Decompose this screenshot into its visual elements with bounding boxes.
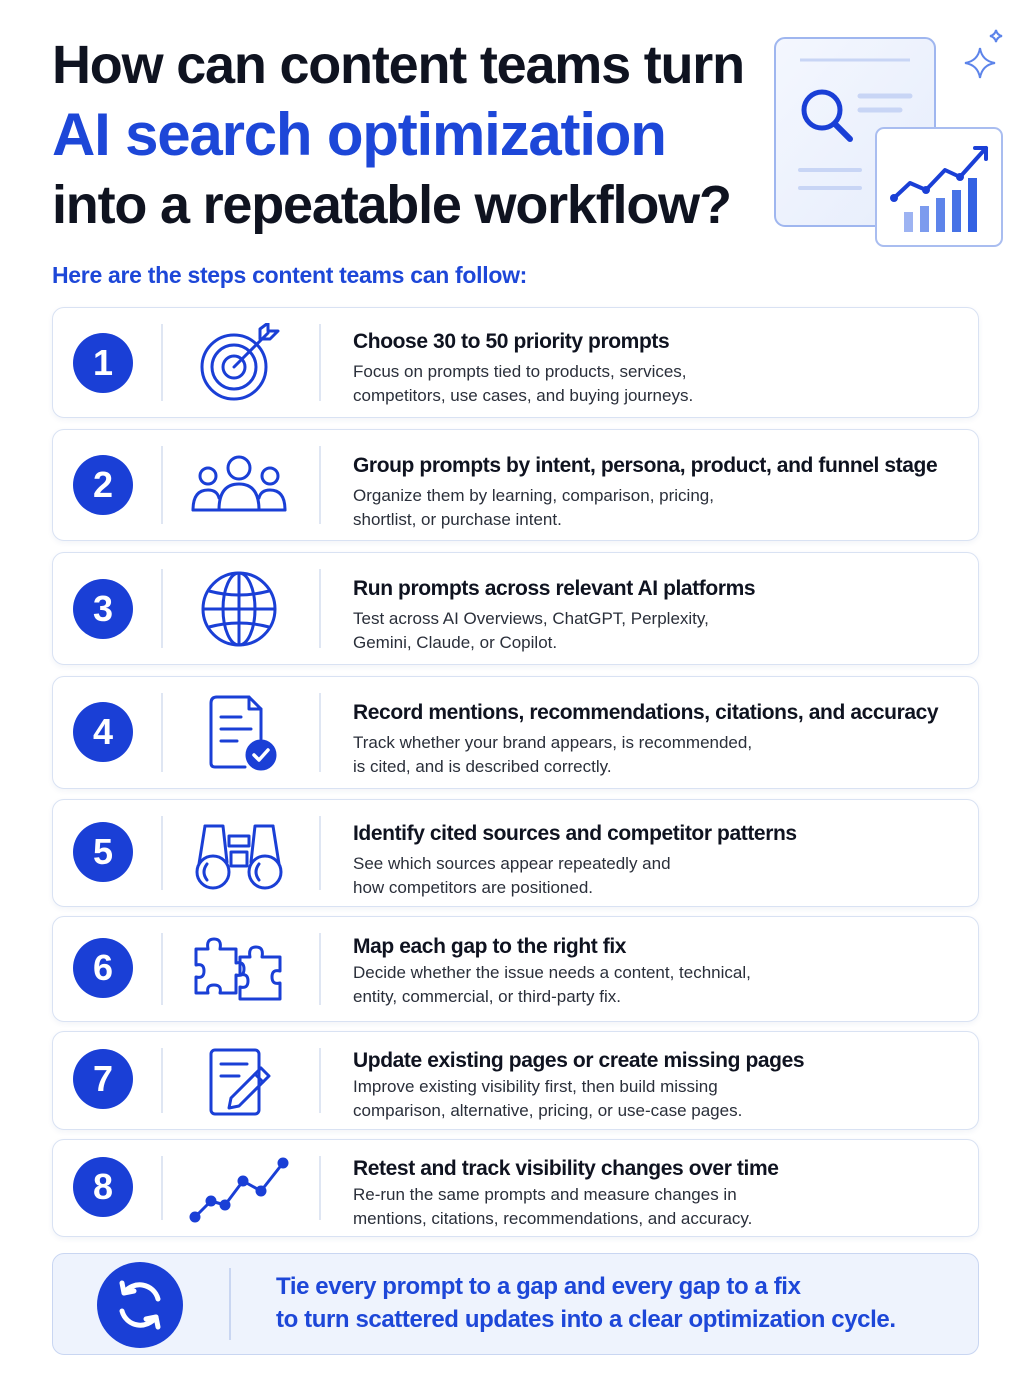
title-line-2-highlight: AI search optimization <box>52 101 667 168</box>
divider <box>319 446 321 524</box>
sparkle-icon <box>964 29 1003 79</box>
summary-text: Tie every prompt to a gap and every gap … <box>276 1273 896 1333</box>
step-heading: Map each gap to the right fix <box>353 935 627 958</box>
step-text: Record mentions, recommendations, citati… <box>353 699 958 778</box>
step-description: Organize them by learning, comparison, p… <box>353 486 714 529</box>
step-heading: Identify cited sources and competitor pa… <box>353 822 797 845</box>
step-text: Retest and track visibility changes over… <box>353 1155 958 1230</box>
step-text: Update existing pages or create missing … <box>353 1047 958 1122</box>
refresh-cycle-icon <box>97 1262 183 1348</box>
step-number-badge: 5 <box>73 822 133 882</box>
summary-callout: Tie every prompt to a gap and every gap … <box>52 1253 979 1355</box>
step-number-badge: 3 <box>73 579 133 639</box>
step-text: Group prompts by intent, persona, produc… <box>353 452 958 531</box>
step-card: 6 Map each gap to the right fix Decide w… <box>52 916 979 1022</box>
divider <box>161 1156 163 1220</box>
title-line-1: How can content teams turn <box>52 35 745 95</box>
steps-intro: Here are the steps content teams can fol… <box>52 262 528 288</box>
puzzle-icon <box>185 930 293 1010</box>
divider <box>319 569 321 648</box>
step-description: Track whether your brand appears, is rec… <box>353 733 753 776</box>
step-description: Improve existing visibility first, then … <box>353 1077 743 1120</box>
trend-line-icon <box>185 1149 293 1229</box>
step-number-badge: 2 <box>73 455 133 515</box>
step-card: 2 Group prompts by intent, persona, prod… <box>52 429 979 541</box>
step-heading: Choose 30 to 50 priority prompts <box>353 330 670 353</box>
hero-illustration <box>770 28 1010 253</box>
step-number-badge: 4 <box>73 702 133 762</box>
step-number-badge: 1 <box>73 333 133 393</box>
step-description: Test across AI Overviews, ChatGPT, Perpl… <box>353 609 709 652</box>
step-card: 8 Retest and track visibility changes ov… <box>52 1139 979 1237</box>
step-card: 1 Choose 30 to 50 priority prompts Focus… <box>52 307 979 418</box>
step-card: 5 Identify cited sources and competitor … <box>52 799 979 907</box>
divider <box>161 693 163 772</box>
analytics-card-icon <box>875 127 1003 247</box>
step-text: Choose 30 to 50 priority prompts Focus o… <box>353 328 958 407</box>
step-description: Decide whether the issue needs a content… <box>353 963 751 1006</box>
step-heading: Record mentions, recommendations, citati… <box>353 701 939 724</box>
globe-icon <box>185 569 293 649</box>
step-number-badge: 6 <box>73 938 133 998</box>
divider <box>161 1048 163 1113</box>
divider <box>161 933 163 1005</box>
step-text: Run prompts across relevant AI platforms… <box>353 575 958 654</box>
divider <box>319 693 321 772</box>
step-heading: Update existing pages or create missing … <box>353 1049 805 1072</box>
step-description: Re-run the same prompts and measure chan… <box>353 1185 753 1228</box>
divider <box>319 933 321 1005</box>
divider <box>319 816 321 890</box>
page-title: How can content teams turn AI search opt… <box>52 30 772 240</box>
divider <box>161 569 163 648</box>
title-line-3: into a repeatable workflow? <box>52 175 732 235</box>
users-icon <box>185 446 293 526</box>
step-card: 7 Update existing pages or create missin… <box>52 1031 979 1130</box>
divider <box>161 816 163 890</box>
step-card: 3 Run prompts across relevant AI platfor… <box>52 552 979 665</box>
divider <box>161 446 163 524</box>
divider <box>319 324 321 401</box>
divider <box>229 1268 231 1340</box>
divider <box>319 1156 321 1220</box>
binoculars-icon <box>185 814 293 894</box>
step-number-badge: 7 <box>73 1049 133 1109</box>
step-text: Identify cited sources and competitor pa… <box>353 820 958 899</box>
step-heading: Group prompts by intent, persona, produc… <box>353 454 938 477</box>
step-heading: Run prompts across relevant AI platforms <box>353 577 756 600</box>
target-icon <box>185 323 293 403</box>
divider <box>319 1048 321 1113</box>
step-number-badge: 8 <box>73 1157 133 1217</box>
document-check-icon <box>185 693 293 773</box>
step-text: Map each gap to the right fix Decide whe… <box>353 933 958 1008</box>
step-card: 4 Record mentions, recommendations, cita… <box>52 676 979 789</box>
step-description: Focus on prompts tied to products, servi… <box>353 362 694 405</box>
step-heading: Retest and track visibility changes over… <box>353 1157 779 1180</box>
divider <box>161 324 163 401</box>
edit-document-icon <box>185 1042 293 1122</box>
